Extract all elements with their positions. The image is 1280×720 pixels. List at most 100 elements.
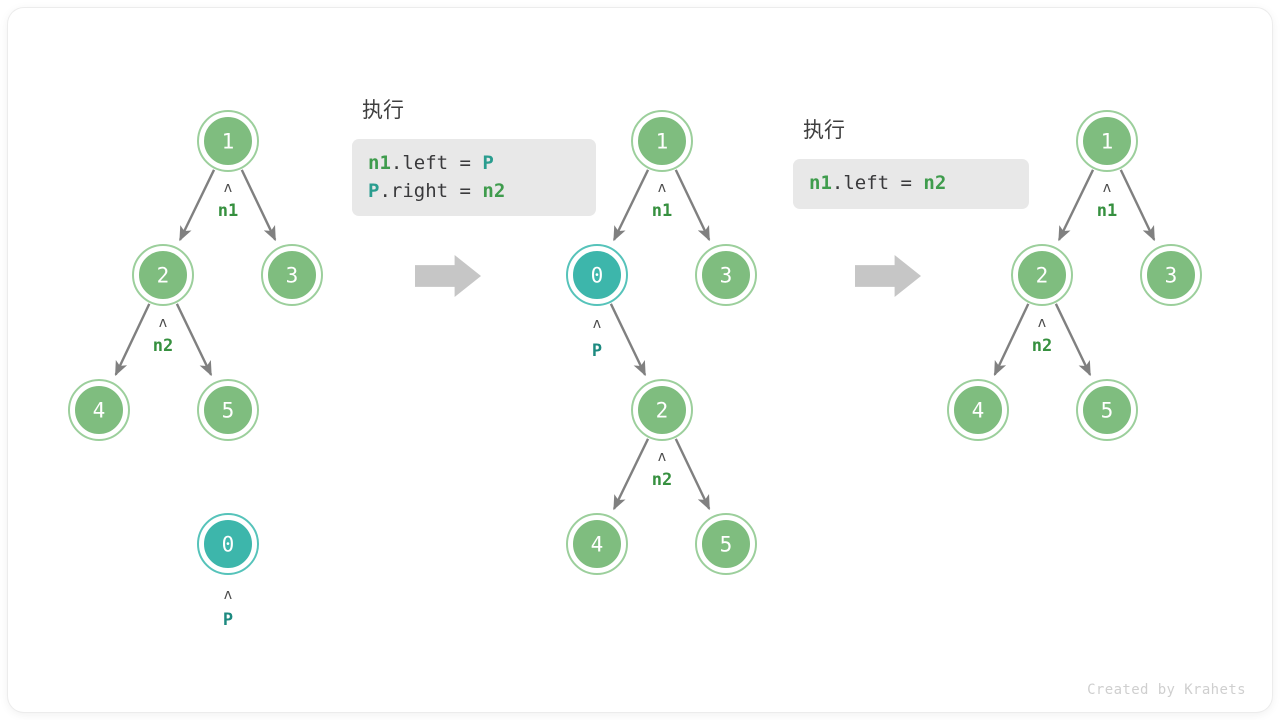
code-token: .left = <box>831 172 924 194</box>
pointer-caret: ʌ <box>1038 315 1046 331</box>
tree-node-0[interactable]: 0 <box>566 244 628 306</box>
node-outer-ring <box>947 379 1009 441</box>
node-outer-ring <box>695 244 757 306</box>
node-value: 5 <box>720 533 733 557</box>
node-disc <box>265 248 319 302</box>
pointer-caret: ʌ <box>658 180 666 196</box>
tree-node-4[interactable]: 4 <box>68 379 130 441</box>
tree-node-3[interactable]: 3 <box>695 244 757 306</box>
node-value: 3 <box>286 264 299 288</box>
node-value: 4 <box>591 533 604 557</box>
node-outer-ring <box>631 379 693 441</box>
tree-edge <box>609 303 647 377</box>
code-token: .left = <box>390 152 483 174</box>
tree-edge <box>240 169 277 242</box>
node-value: 5 <box>222 399 235 423</box>
tree-node-5[interactable]: 5 <box>695 513 757 575</box>
node-disc <box>1144 248 1198 302</box>
node-disc <box>1080 383 1134 437</box>
node-value: 2 <box>157 264 170 288</box>
code-token: .right = <box>379 179 483 202</box>
watermark: Created by Krahets <box>1087 682 1246 698</box>
node-value: 1 <box>222 130 235 154</box>
node-disc <box>1015 248 1069 302</box>
tree-edge <box>674 438 711 511</box>
code-token: n1 <box>368 152 391 174</box>
code-token: n1 <box>809 172 832 194</box>
pointer-caret: ʌ <box>224 180 232 196</box>
tree-node-1[interactable]: 1 <box>631 110 693 172</box>
node-disc <box>201 114 255 168</box>
node-disc <box>951 383 1005 437</box>
tree-node-5[interactable]: 5 <box>1076 379 1138 441</box>
code-token: P <box>482 152 494 174</box>
pointer-n1: n1 <box>652 201 672 221</box>
tree-edge <box>993 303 1030 377</box>
node-outer-ring <box>261 244 323 306</box>
node-outer-ring <box>631 110 693 172</box>
pointer-p: P <box>592 341 602 361</box>
block-arrows-layer <box>415 255 921 297</box>
node-outer-ring <box>68 379 130 441</box>
node-outer-ring <box>132 244 194 306</box>
node-disc <box>201 517 255 571</box>
tree-node-2[interactable]: 2 <box>631 379 693 441</box>
node-value: 0 <box>591 264 604 288</box>
pointer-caret: ʌ <box>1103 180 1111 196</box>
exec-label: 执行 <box>362 98 404 122</box>
pointer-n2: n2 <box>652 470 672 490</box>
step-arrow-1 <box>415 255 481 297</box>
code-token: n2 <box>923 172 947 194</box>
node-value: 3 <box>1165 264 1178 288</box>
node-value: 0 <box>222 533 235 557</box>
node-disc <box>1080 114 1134 168</box>
tree-edge <box>612 438 650 511</box>
code-block: n1.left = n2 <box>793 159 1029 209</box>
node-disc <box>699 248 753 302</box>
node-value: 1 <box>1101 130 1114 154</box>
node-outer-ring <box>1076 379 1138 441</box>
node-outer-ring <box>695 513 757 575</box>
tree-node-2[interactable]: 2 <box>1011 244 1073 306</box>
node-disc <box>570 248 624 302</box>
code-line: n1.left = P <box>368 150 580 178</box>
node-outer-ring <box>197 379 259 441</box>
pointer-caret: ʌ <box>658 449 666 465</box>
tree-edge <box>178 169 216 242</box>
tree-edge <box>175 303 213 377</box>
node-value: 4 <box>972 399 985 423</box>
tree-node-0[interactable]: 0 <box>197 513 259 575</box>
tree-node-3[interactable]: 3 <box>261 244 323 306</box>
node-disc <box>570 517 624 571</box>
node-value: 1 <box>656 130 669 154</box>
tree-node-2[interactable]: 2 <box>132 244 194 306</box>
node-disc <box>635 114 689 168</box>
tree-node-4[interactable]: 4 <box>947 379 1009 441</box>
tree-node-3[interactable]: 3 <box>1140 244 1202 306</box>
pointer-n1: n1 <box>1097 201 1117 221</box>
node-value: 4 <box>93 399 106 423</box>
node-outer-ring <box>566 244 628 306</box>
pointer-p: P <box>223 610 233 630</box>
pointer-n2: n2 <box>153 336 173 356</box>
nodes-layer: 1 2 3 4 5 0 1 0 3 2 4 5 1 2 3 4 5 <box>68 110 1202 575</box>
tree-node-4[interactable]: 4 <box>566 513 628 575</box>
pointer-n1: n1 <box>218 201 238 221</box>
tree-node-1[interactable]: 1 <box>1076 110 1138 172</box>
node-value: 5 <box>1101 399 1114 423</box>
tree-edge <box>114 303 151 377</box>
tree-edge <box>1057 169 1095 242</box>
pointer-caret: ʌ <box>159 315 167 331</box>
tree-edge <box>612 169 650 242</box>
tree-node-5[interactable]: 5 <box>197 379 259 441</box>
node-disc <box>136 248 190 302</box>
node-value: 2 <box>656 399 669 423</box>
node-outer-ring <box>1011 244 1073 306</box>
node-outer-ring <box>566 513 628 575</box>
node-disc <box>699 517 753 571</box>
edges-layer <box>114 169 1156 511</box>
tree-node-1[interactable]: 1 <box>197 110 259 172</box>
